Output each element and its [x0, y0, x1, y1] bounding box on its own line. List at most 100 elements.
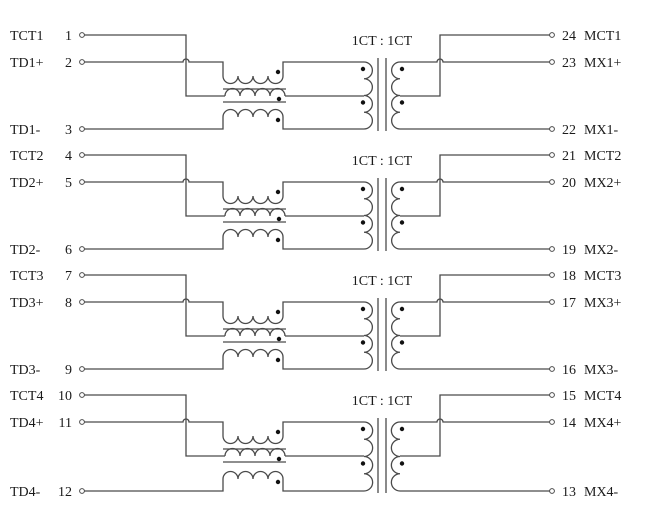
- pin-name-right: MX4+: [584, 416, 622, 431]
- isolation-transformer: 1CT : 1CT: [352, 274, 413, 371]
- choke-winding-top: [222, 75, 284, 85]
- choke-winding-middle: [224, 207, 286, 217]
- turns-ratio-label: 1CT : 1CT: [352, 394, 413, 409]
- polarity-dot: [360, 461, 366, 466]
- pin-name-left: TD4+: [10, 416, 44, 431]
- wire-center-tap-left: [82, 34, 225, 97]
- wire-choke-to-xfmr-top: [282, 421, 364, 436]
- pin-number-right: 20: [562, 176, 576, 191]
- pin-terminal-right: [549, 419, 555, 425]
- primary-winding: [363, 421, 374, 492]
- wire-center-tap-right: [400, 34, 552, 97]
- turns-ratio-label: 1CT : 1CT: [352, 154, 413, 169]
- polarity-dot: [399, 100, 405, 105]
- pin-terminal-left: [79, 126, 85, 132]
- pin-number-right: 13: [562, 485, 576, 500]
- polarity-dot: [275, 357, 281, 363]
- pin-number-left: 12: [58, 485, 72, 500]
- wire-choke-to-xfmr-bottom: [282, 237, 364, 250]
- wire-minus-left: [82, 357, 224, 370]
- pin-name-right: MX2+: [584, 176, 622, 191]
- isolation-transformer: 1CT : 1CT: [352, 34, 413, 131]
- pin-terminal-left: [79, 419, 85, 425]
- choke-winding-bottom: [222, 470, 284, 480]
- pin-name-right: MX4-: [584, 485, 619, 500]
- pin-name-right: MX2-: [584, 243, 619, 258]
- pin-name-right: MX1-: [584, 123, 619, 138]
- pin-name-left: TD2-: [10, 243, 41, 258]
- turns-ratio-label: 1CT : 1CT: [352, 34, 413, 49]
- wire-choke-to-xfmr-top: [282, 301, 364, 316]
- wire-plus-right: [400, 418, 552, 423]
- polarity-dot: [276, 336, 282, 342]
- pin-name-left: TCT4: [10, 389, 43, 404]
- choke-winding-middle: [224, 87, 286, 97]
- pin-terminal-right: [549, 246, 555, 252]
- primary-winding: [363, 181, 373, 250]
- pin-terminal-left: [79, 272, 85, 278]
- pin-terminal-right: [549, 32, 555, 38]
- pin-number-left: 9: [65, 363, 72, 378]
- pin-terminal-left: [79, 32, 85, 38]
- wire-center-tap-left: [82, 154, 225, 217]
- wire-plus-right: [400, 178, 552, 183]
- pin-number-right: 18: [562, 269, 576, 284]
- choke-winding-top: [222, 315, 284, 325]
- pin-terminal-left: [79, 488, 85, 494]
- pin-name-left: TCT2: [10, 149, 43, 164]
- wire-center-tap-left: [82, 394, 225, 457]
- wire-plus-right: [400, 58, 552, 63]
- polarity-dot: [399, 461, 405, 466]
- pin-terminal-right: [549, 392, 555, 398]
- polarity-dot: [360, 186, 366, 192]
- pin-number-right: 22: [562, 123, 576, 138]
- primary-winding: [363, 61, 373, 130]
- pin-terminal-right: [549, 488, 555, 494]
- polarity-dot: [275, 237, 281, 243]
- wire-center-tap-right: [400, 154, 552, 217]
- pin-number-right: 23: [562, 56, 576, 71]
- wire-choke-to-xfmr-top: [282, 181, 364, 196]
- pin-name-left: TD1+: [10, 56, 44, 71]
- wire-choke-to-xfmr-top: [282, 61, 364, 76]
- pin-number-right: 19: [562, 243, 576, 258]
- choke-winding-middle: [224, 447, 286, 457]
- wire-plus-left: [82, 298, 224, 316]
- pin-terminal-left: [79, 299, 85, 305]
- pin-name-right: MCT4: [584, 389, 621, 404]
- wire-choke-to-xfmr-bottom: [282, 117, 364, 130]
- pin-number-left: 10: [58, 389, 72, 404]
- wire-plus-left: [82, 178, 224, 196]
- polarity-dot: [275, 429, 281, 435]
- pin-name-right: MX3-: [584, 363, 619, 378]
- pin-name-right: MCT3: [584, 269, 621, 284]
- polarity-dot: [276, 96, 282, 102]
- wire-minus-left: [82, 117, 224, 130]
- secondary-winding: [391, 61, 401, 130]
- wire-choke-to-xfmr-bottom: [282, 357, 364, 370]
- pin-number-right: 16: [562, 363, 576, 378]
- pin-name-left: TD4-: [10, 485, 41, 500]
- pin-name-right: MCT1: [584, 29, 621, 44]
- choke-winding-middle: [224, 327, 286, 337]
- wire-plus-right: [400, 298, 552, 303]
- wire-center-tap-right: [400, 394, 552, 457]
- pin-number-right: 24: [562, 29, 576, 44]
- polarity-dot: [275, 479, 281, 485]
- polarity-dot: [360, 426, 366, 432]
- pin-terminal-right: [549, 272, 555, 278]
- wire-center-tap-left: [82, 274, 225, 337]
- wire-minus-left: [82, 479, 224, 492]
- pin-name-left: TD2+: [10, 176, 44, 191]
- secondary-winding: [390, 421, 401, 492]
- pin-terminal-right: [549, 126, 555, 132]
- pin-name-left: TD3-: [10, 363, 41, 378]
- pin-terminal-left: [79, 179, 85, 185]
- pin-number-left: 7: [65, 269, 72, 284]
- pin-name-right: MX1+: [584, 56, 622, 71]
- secondary-winding: [391, 301, 401, 370]
- pin-terminal-left: [79, 59, 85, 65]
